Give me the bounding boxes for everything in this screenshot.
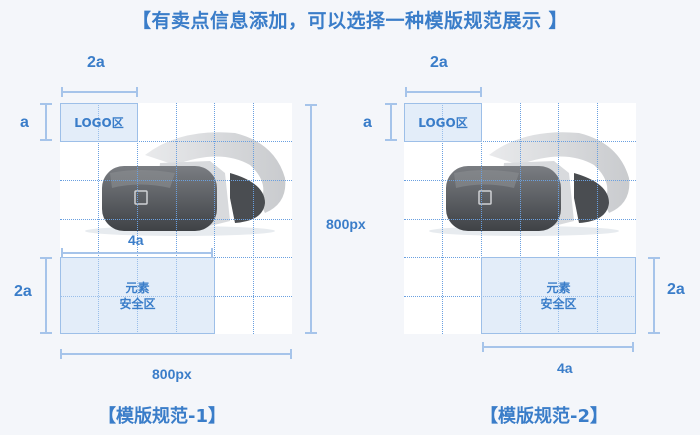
safe-zone: 元素 安全区	[60, 257, 215, 334]
canvas-height-label: 800px	[326, 216, 366, 232]
safe-width-dimension-line	[482, 342, 634, 352]
safe-height-label: 2a	[667, 281, 685, 298]
canvas-height-dimension-line	[305, 104, 317, 334]
safe-width-dimension-line	[61, 248, 213, 258]
grid-line	[60, 141, 292, 142]
grid-line	[137, 103, 138, 334]
grid-line	[214, 103, 215, 334]
logo-width-dimension-line	[405, 87, 482, 97]
logo-width-dimension-line	[61, 87, 138, 97]
grid-line	[404, 180, 636, 181]
safe-zone: 元素 安全区	[481, 257, 636, 334]
grid-line	[558, 103, 559, 334]
canvas-panel-2: LOGO区 元素 安全区	[404, 103, 636, 334]
safe-zone-label-line1: 元素	[546, 280, 571, 295]
template-2-caption: 【模版规范-2】	[480, 406, 608, 427]
logo-height-label: a	[20, 114, 29, 131]
logo-height-dimension-line	[40, 103, 52, 141]
grid-line	[442, 103, 443, 334]
grid-line	[597, 103, 598, 334]
page-title: 【有卖点信息添加，可以选择一种模版规范展示 】	[131, 10, 569, 32]
canvas-width-dimension-line	[60, 349, 292, 359]
grid-line	[176, 103, 177, 334]
grid-line	[481, 103, 482, 334]
grid-line	[60, 219, 292, 220]
safe-zone-label-line2: 安全区	[119, 296, 156, 311]
logo-zone: LOGO区	[404, 103, 482, 142]
safe-zone-label-line2: 安全区	[540, 296, 577, 311]
grid-line	[404, 219, 636, 220]
grid-line	[60, 180, 292, 181]
grid-line	[253, 103, 254, 334]
safe-zone-label-line1: 元素	[125, 280, 150, 295]
safe-height-label: 2a	[14, 283, 32, 300]
logo-width-label: 2a	[430, 54, 448, 71]
vr-headset-icon	[85, 132, 286, 236]
safe-width-label: 4a	[557, 360, 573, 376]
logo-width-label: 2a	[87, 54, 105, 71]
canvas-width-label: 800px	[152, 366, 192, 382]
safe-height-dimension-line	[40, 257, 52, 334]
safe-height-dimension-line	[648, 257, 660, 334]
grid-line	[98, 103, 99, 334]
vr-headset-icon	[429, 132, 630, 236]
template-1-caption: 【模版规范-1】	[98, 406, 226, 427]
grid-line	[520, 103, 521, 334]
safe-width-label: 4a	[128, 232, 144, 248]
logo-height-label: a	[363, 114, 372, 131]
logo-height-dimension-line	[385, 103, 397, 141]
canvas-panel-1: LOGO区 元素 安全区	[60, 103, 292, 334]
logo-zone: LOGO区	[60, 103, 138, 142]
grid-line	[404, 141, 636, 142]
